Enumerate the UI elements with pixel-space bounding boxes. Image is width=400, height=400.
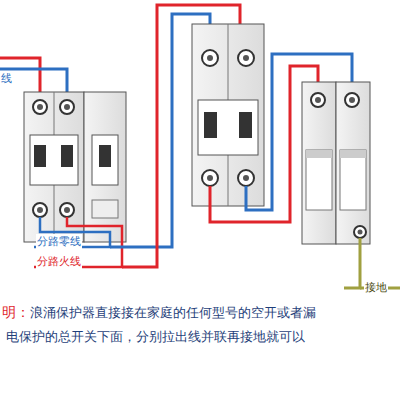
note-text: 电保护的总开关下面，分别拉出线并联再接地就可以 — [6, 328, 305, 346]
main-breaker — [192, 24, 264, 206]
wire-label: 分路零线 — [36, 234, 82, 249]
surge-protector — [302, 82, 370, 244]
wire-label: 分路火线 — [36, 254, 82, 269]
note-heading: 明： — [2, 304, 30, 322]
note-text: 浪涌保护器直接接在家庭的任何型号的空开或者漏 — [30, 304, 316, 322]
ground-label: 接地 — [364, 280, 388, 295]
wire-label: 线 — [1, 71, 12, 86]
